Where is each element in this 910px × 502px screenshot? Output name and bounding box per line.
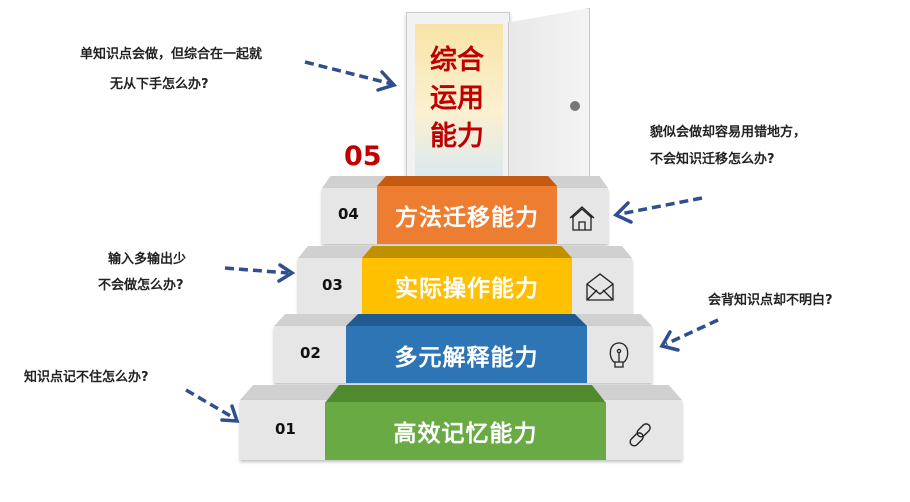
door-knob — [570, 101, 580, 111]
arrowhead-icon — [659, 330, 680, 352]
note-03-line2: 不会做怎么办? — [98, 278, 184, 293]
arrow-to-step-04 — [619, 196, 703, 216]
arrowhead-icon — [612, 201, 633, 224]
note-05-line2: 无从下手怎么办? — [110, 77, 209, 92]
step-01-band-top — [325, 385, 606, 403]
step-04-band: 方法迁移能力 — [377, 186, 557, 244]
step-02-band: 多元解释能力 — [346, 326, 587, 383]
step-04-band-top — [377, 176, 557, 186]
door-title-line: 能力 — [430, 121, 484, 152]
open-door-panel — [508, 8, 590, 190]
arrow-to-step-03 — [224, 266, 289, 275]
arrowhead-icon — [376, 70, 398, 92]
arrowhead-icon — [277, 263, 296, 283]
note-04-line1: 貌似会做却容易用错地方， — [650, 125, 807, 140]
step-01-number: 01 — [275, 420, 296, 438]
arrow-to-door — [304, 60, 393, 86]
note-03-line1: 输入多输出少 — [108, 252, 187, 267]
note-05-line1: 单知识点会做，但综合在一起就 — [80, 47, 263, 62]
step-03-band: 实际操作能力 — [362, 258, 572, 314]
note-04-line2: 不会知识迁移怎么办? — [650, 152, 775, 167]
arrow-to-step-02 — [665, 318, 719, 346]
note-02: 会背知识点却不明白? — [708, 293, 833, 308]
step-03-number: 03 — [322, 276, 343, 294]
door-title: 综合 运用 能力 — [430, 42, 484, 156]
door-opening — [415, 24, 503, 184]
step-04-number: 04 — [338, 205, 359, 223]
envelope-icon — [586, 273, 614, 301]
lightbulb-icon — [609, 342, 629, 368]
door-title-line: 综合 — [430, 45, 484, 76]
arrow-to-step-01 — [185, 388, 235, 420]
step-03-band-top — [362, 246, 572, 258]
link-icon — [629, 423, 651, 447]
home-icon — [569, 206, 595, 231]
note-01: 知识点记不住怎么办? — [24, 370, 149, 385]
door-title-line: 运用 — [430, 83, 484, 114]
arrowhead-icon — [220, 404, 240, 423]
step-02-number: 02 — [300, 344, 321, 362]
level-05-label: 05 — [344, 141, 382, 172]
step-02-band-top — [346, 314, 587, 326]
step-01-band: 高效记忆能力 — [325, 402, 606, 460]
